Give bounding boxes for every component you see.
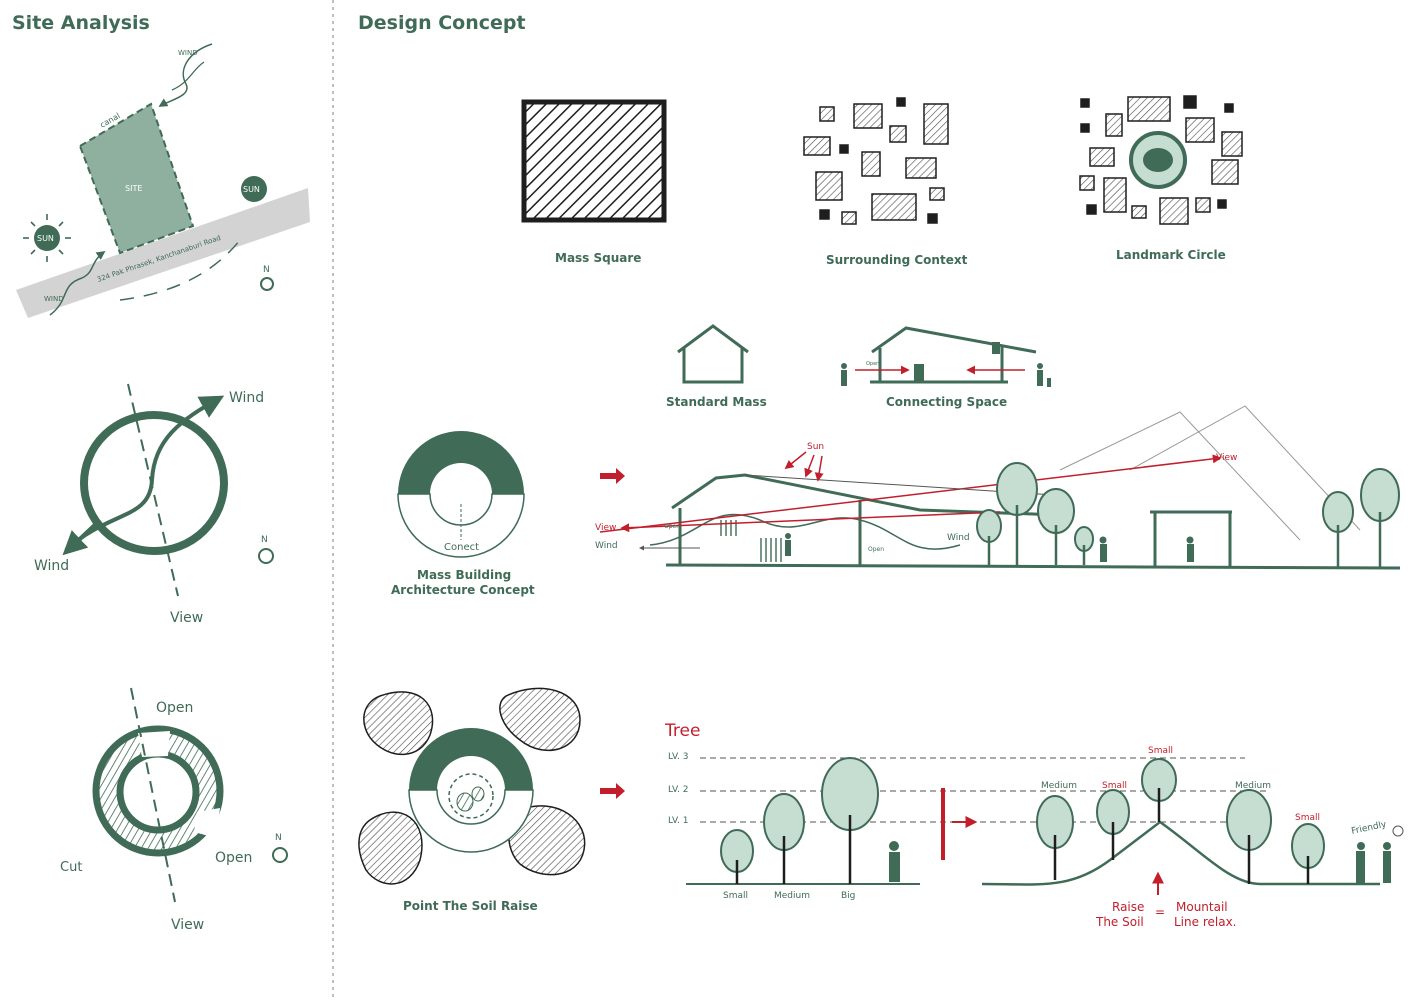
raise-label-1: Raise xyxy=(1112,900,1144,914)
open-small-label: Open xyxy=(866,361,879,367)
raise-label-2: The Soil xyxy=(1095,915,1144,929)
site-parcel xyxy=(78,102,195,255)
view-arc xyxy=(119,239,241,301)
tree-big-label: Big xyxy=(841,891,855,901)
mountain-label-1: Mountail xyxy=(1176,900,1228,914)
open-gap-top xyxy=(138,731,170,757)
landmark-circle-shape xyxy=(1079,95,1243,225)
red-arrow-1 xyxy=(600,468,625,484)
wind-arrow-top-2 xyxy=(171,61,205,91)
opening-diagram: Open Open Cut View N xyxy=(60,687,288,933)
north-label-3: N xyxy=(275,833,282,843)
building-section xyxy=(599,405,1401,570)
compass-diagram: Wind Wind View N xyxy=(34,383,274,626)
red-arrow-2 xyxy=(600,783,625,799)
connect-label: Conect xyxy=(444,542,479,553)
surrounding-context-shape xyxy=(803,97,949,225)
mass-building-diagram xyxy=(397,431,525,558)
medium-left-label: Medium xyxy=(1041,781,1077,791)
level-1-label: LV. 1 xyxy=(668,816,688,826)
view-right-label: View xyxy=(1216,453,1237,463)
open-gap-right xyxy=(194,808,220,838)
wind-ne-label: Wind xyxy=(229,390,264,406)
medium-right-label: Medium xyxy=(1235,781,1271,791)
sun-label: Sun xyxy=(807,442,824,452)
person-icon xyxy=(841,363,847,386)
site-analysis-title: Site Analysis xyxy=(12,12,150,34)
north-label-1: N xyxy=(263,265,270,275)
small-a-label: Small xyxy=(1102,781,1127,791)
tree-title: Tree xyxy=(664,721,700,741)
opening-axis xyxy=(130,687,176,903)
person-icon xyxy=(1037,363,1051,387)
tree-medium-label: Medium xyxy=(774,891,810,901)
landmark-circle-label: Landmark Circle xyxy=(1116,248,1226,262)
tree-diagram xyxy=(686,757,1404,895)
north-label-2: N xyxy=(261,535,268,545)
north-icon-1 xyxy=(260,277,274,291)
view-left-label: View xyxy=(595,523,616,533)
wind-bottom-label: WIND xyxy=(44,295,64,303)
open-label-2: Open xyxy=(868,546,884,553)
surrounding-context-label: Surrounding Context xyxy=(826,253,968,267)
wind-top-label: WIND xyxy=(178,49,198,57)
level-3-label: LV. 3 xyxy=(668,752,688,762)
road-band xyxy=(16,188,310,318)
compass-axis xyxy=(127,383,179,597)
sun-right-icon xyxy=(241,176,267,202)
open-top-label: Open xyxy=(156,700,193,716)
site-map: SITE canal WIND SUN SUN 324 Pak Phrasek,… xyxy=(16,43,310,318)
soil-raise-diagram xyxy=(358,687,586,885)
sun-rays xyxy=(23,214,71,262)
level-2-label: LV. 2 xyxy=(668,785,688,795)
sun-right-label: SUN xyxy=(243,185,260,194)
connecting-space-diagram xyxy=(841,326,1051,387)
wind-right-label: Wind xyxy=(947,533,970,543)
equals-label: = xyxy=(1155,905,1165,919)
cut-label: Cut xyxy=(60,860,82,875)
wind-arrow-top xyxy=(158,43,213,107)
small-top-label: Small xyxy=(1148,746,1173,756)
view-label-1: View xyxy=(170,610,203,626)
wind-sw-label: Wind xyxy=(34,558,69,574)
sun-left-icon xyxy=(34,225,60,251)
wind-curve xyxy=(64,395,225,552)
mass-building-label-1: Mass Building xyxy=(417,568,511,582)
north-icon-3 xyxy=(272,847,288,863)
compass-ring xyxy=(80,411,228,555)
standard-mass-house xyxy=(677,324,749,384)
connecting-space-label: Connecting Space xyxy=(886,395,1007,409)
view-label-2: View xyxy=(171,917,204,933)
small-right-label: Small xyxy=(1295,813,1320,823)
wind-arrow-bottom xyxy=(49,250,106,316)
design-concept-title: Design Concept xyxy=(358,12,526,34)
mass-square-shape xyxy=(521,99,667,223)
wind-arrow-sw xyxy=(62,518,102,556)
friendly-label: Friendly xyxy=(1351,820,1388,837)
site-label: SITE xyxy=(125,184,142,193)
open-right-label: Open xyxy=(215,850,252,866)
mass-square-label: Mass Square xyxy=(555,251,641,265)
tree-small-label: Small xyxy=(723,891,748,901)
mountain-label-2: Line relax. xyxy=(1174,915,1236,929)
soil-raise-label: Point The Soil Raise xyxy=(403,899,538,913)
mass-building-label-2: Architecture Concept xyxy=(391,583,535,597)
sun-left-label: SUN xyxy=(37,234,54,243)
wind-left-label: Wind xyxy=(595,541,618,551)
standard-mass-label: Standard Mass xyxy=(666,395,767,409)
open-label-1: Open xyxy=(664,523,680,530)
north-icon-2 xyxy=(258,548,274,564)
